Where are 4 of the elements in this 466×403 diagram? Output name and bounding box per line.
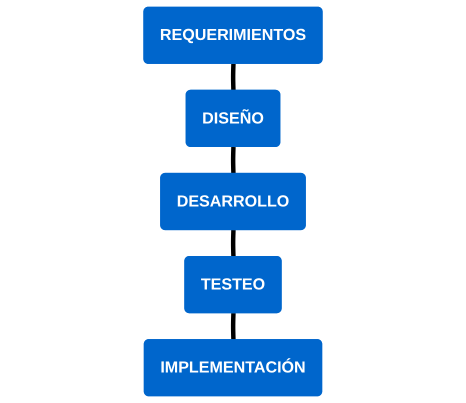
connector xyxy=(230,64,236,91)
connector xyxy=(230,230,236,257)
connector xyxy=(230,146,236,174)
connector xyxy=(230,313,236,340)
